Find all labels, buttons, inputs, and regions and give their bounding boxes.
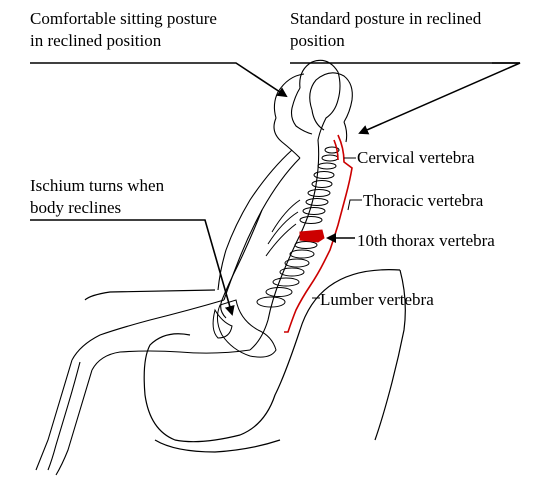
body-standard-outline	[310, 73, 353, 142]
label-ischium: Ischium turns when body reclines	[30, 175, 164, 219]
label-comfortable-posture: Comfortable sitting posture in reclined …	[30, 8, 217, 52]
label-ischium-line2: body reclines	[30, 197, 164, 219]
label-comfortable-line2: in reclined position	[30, 30, 217, 52]
label-tenth-thorax-vertebra: 10th thorax vertebra	[357, 230, 495, 252]
label-comfortable-line1: Comfortable sitting posture	[30, 8, 217, 30]
label-ischium-line1: Ischium turns when	[30, 175, 164, 197]
label-standard-line2: position	[290, 30, 481, 52]
label-lumber-vertebra: Lumber vertebra	[320, 289, 434, 311]
tenth-thorax-vertebra-highlight	[300, 230, 324, 242]
label-cervical-vertebra: Cervical vertebra	[357, 147, 475, 169]
label-thoracic-vertebra: Thoracic vertebra	[363, 190, 483, 212]
spine-vertebrae	[213, 147, 339, 357]
label-standard-posture: Standard posture in reclined position	[290, 8, 481, 52]
label-standard-line1: Standard posture in reclined	[290, 8, 481, 30]
